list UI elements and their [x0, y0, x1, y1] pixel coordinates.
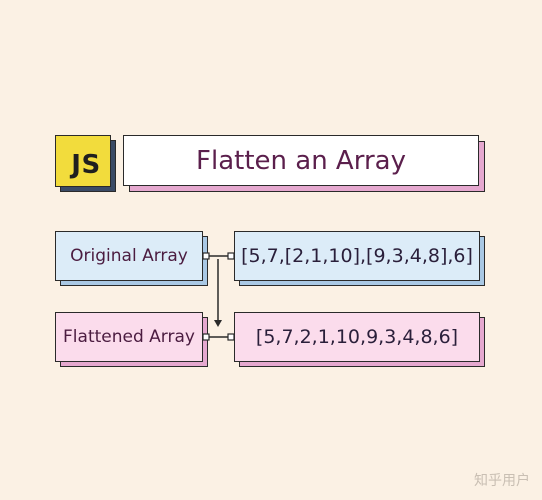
page-title: Flatten an Array: [196, 145, 406, 176]
js-logo-text: JS: [71, 150, 101, 180]
flattened-array-value-box: [5,7,2,1,10,9,3,4,8,6]: [234, 312, 480, 362]
flattened-array-label: Flattened Array: [63, 327, 195, 347]
title-box: Flatten an Array: [123, 135, 479, 186]
original-array-value-box: [5,7,[2,1,10],[9,3,4,8],6]: [234, 231, 480, 281]
flattened-array-label-box: Flattened Array: [55, 312, 203, 362]
original-array-label-box: Original Array: [55, 231, 203, 281]
original-array-value: [5,7,[2,1,10],[9,3,4,8],6]: [241, 245, 473, 267]
flatten-arrow-head: [214, 320, 222, 327]
flattened-array-value: [5,7,2,1,10,9,3,4,8,6]: [255, 326, 459, 348]
original-array-label: Original Array: [70, 246, 188, 266]
watermark: 知乎用户: [474, 473, 530, 489]
js-logo: JS: [55, 135, 111, 187]
